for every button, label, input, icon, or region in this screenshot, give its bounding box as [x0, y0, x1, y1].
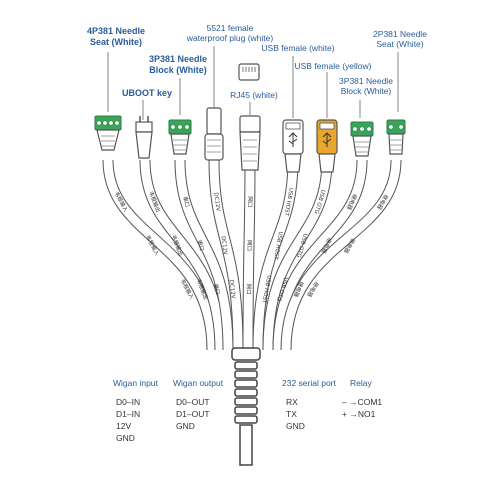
cable-label-3-3: 串口 — [212, 283, 221, 295]
trunk-ring-4 — [234, 388, 258, 397]
leader-lines — [107, 46, 399, 120]
trunk-collar — [231, 347, 261, 361]
cable-label-4-1: DC12V — [212, 192, 220, 212]
rj45-boot — [239, 131, 261, 171]
trunk-ring-5 — [234, 397, 258, 406]
connector-2p381-needle-seat-pin-1 — [388, 124, 394, 130]
trunk-tail — [239, 424, 253, 466]
connector-usb-female-yellow-boot — [318, 153, 336, 173]
cable-1-body — [103, 159, 217, 351]
pin-wigan-output-1: D0–OUT — [176, 397, 210, 407]
cable-label-5-2: 网口 — [246, 240, 253, 251]
label-5521-female-plug: 5521 female waterproof plug (white) — [186, 23, 274, 43]
group-title-serial-port: 232 serial port — [282, 378, 336, 388]
connector-uboot-key — [135, 116, 153, 159]
cable-label-6-3: USB HOST — [260, 275, 271, 305]
usb-symbol-icon — [322, 132, 332, 147]
connector-2p381-needle-seat-boot — [388, 133, 404, 155]
connector-4p381-needle-seat-pin-1 — [96, 120, 102, 126]
trunk-ring-6 — [234, 406, 258, 415]
cable-labels: 韦根输入韦根输入韦根输入韦根输出韦根输出韦根输出串口串口串口DC12VDC12V… — [113, 187, 391, 304]
connector-3p381-block-left — [168, 119, 192, 155]
cable-9-body — [281, 159, 401, 351]
cable-label-6-2: USB HOST — [272, 231, 283, 261]
label-4p381-needle-seat: 4P381 Needle Seat (White) — [86, 26, 146, 47]
connector-3p381-block-right-pin-2 — [359, 126, 365, 132]
cable-2-body — [140, 159, 225, 351]
dc-plug-tip — [206, 107, 222, 135]
trunk-ring-3 — [234, 379, 258, 388]
usb-symbol-icon — [288, 132, 298, 147]
cable-label-5-3: 网口 — [245, 284, 252, 295]
connector-row — [94, 63, 406, 173]
connector-3p381-block-left-boot — [170, 133, 190, 155]
trunk-ring-1 — [234, 361, 258, 370]
pin-relay-1: – →COM1 — [342, 397, 383, 407]
cable-label-4-2: DC12V — [220, 236, 228, 256]
group-title-wigan-input: Wigan input — [113, 378, 158, 388]
uboot-head — [135, 121, 153, 133]
cable-label-3-2: 串口 — [196, 239, 205, 251]
cable-3-body — [175, 159, 233, 351]
cable-label-3-1: 串口 — [181, 196, 190, 208]
connector-2p381-needle-seat — [386, 119, 406, 155]
connector-3p381-block-right-pin-3 — [366, 126, 372, 132]
cable-4-body — [209, 159, 243, 351]
label-uboot-key: UBOOT key — [121, 88, 172, 98]
connector-usb-female-yellow-port — [319, 122, 335, 130]
connector-usb-female-yellow — [316, 119, 338, 173]
rj45-jack — [239, 115, 261, 133]
cable-label-4-3: DC12V — [228, 280, 236, 300]
cable-7-body — [263, 159, 332, 351]
connector-3p381-block-right — [350, 121, 374, 157]
cable-bundle — [102, 159, 402, 351]
main-trunk — [231, 347, 261, 466]
uboot-boot — [135, 131, 153, 159]
pin-serial-1: RX — [286, 397, 298, 407]
pin-serial-3: GND — [286, 421, 305, 431]
label-3p381-needle-block-right: 3P381 Needle Block (White) — [339, 76, 393, 96]
pin-wigan-input-4: GND — [116, 433, 135, 443]
trunk-ring-7 — [234, 415, 258, 424]
label-rj45: RJ45 (white) — [230, 90, 278, 100]
pin-wigan-input-3: 12V — [116, 421, 132, 431]
label-3p381-needle-block-left: 3P381 Needle Block (White) — [148, 54, 208, 75]
connector-usb-female-white-boot — [284, 153, 302, 173]
cable-5-body — [243, 159, 255, 351]
pin-serial-2: TX — [286, 409, 297, 419]
pin-wigan-output-2: D1–OUT — [176, 409, 210, 419]
connector-4p381-needle-seat-pin-2 — [102, 120, 108, 126]
pin-wigan-input-2: D1–IN — [116, 409, 141, 419]
connector-3p381-block-left-pin-1 — [170, 124, 176, 130]
connector-rj45 — [238, 63, 261, 171]
connector-2p381-needle-seat-pin-2 — [398, 124, 404, 130]
cable-8-body — [273, 159, 367, 351]
connector-5521-plug — [204, 107, 224, 161]
pin-wigan-output-3: GND — [176, 421, 195, 431]
trunk-ring-2 — [234, 370, 258, 379]
label-2p381-needle-seat: 2P381 Needle Seat (White) — [373, 29, 427, 49]
group-title-wigan-output: Wigan output — [173, 378, 224, 388]
connector-4p381-needle-seat — [94, 115, 122, 151]
connector-3p381-block-left-pin-3 — [184, 124, 190, 130]
label-usb-female-white: USB female (white) — [261, 43, 335, 53]
pin-relay-2: + →NO1 — [342, 409, 376, 419]
group-title-relay: Relay — [350, 378, 372, 388]
connector-3p381-block-left-pin-2 — [177, 124, 183, 130]
connector-4p381-needle-seat-boot — [96, 129, 120, 151]
dc-plug-body — [204, 133, 224, 161]
cable-label-5-1: 网口 — [246, 196, 253, 207]
label-usb-female-yellow: USB female (yellow) — [294, 61, 372, 71]
connector-4p381-needle-seat-pin-4 — [114, 120, 120, 126]
cable-label-6-1: USB HOST — [283, 187, 294, 217]
cable-6-body — [253, 159, 298, 351]
connector-usb-female-white-port — [285, 122, 301, 130]
pin-wigan-input-1: D0–IN — [116, 397, 141, 407]
connector-3p381-block-right-pin-1 — [352, 126, 358, 132]
connector-3p381-block-right-boot — [352, 135, 372, 157]
connector-usb-female-white — [282, 119, 304, 173]
connector-4p381-needle-seat-pin-3 — [108, 120, 114, 126]
